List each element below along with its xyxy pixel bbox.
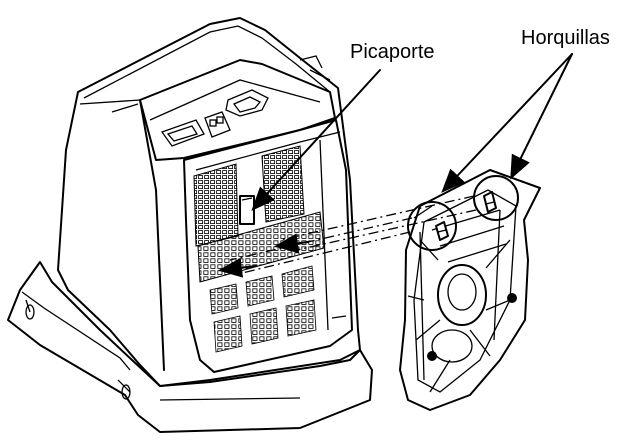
latch-leader-arrow [251, 69, 381, 211]
fork-right-leader-arrow [510, 53, 573, 180]
monitor-base [7, 261, 373, 433]
fork-right-circle [473, 175, 519, 221]
fork-left-circle [407, 201, 457, 251]
back-panel [183, 119, 353, 373]
fork-right-shape [483, 191, 497, 213]
alignment-lines [218, 195, 477, 278]
leader-arrows [251, 53, 573, 211]
fork-left-leader-arrow [441, 53, 573, 193]
forks-label: Horquillas [521, 27, 610, 49]
latch-label: Picaporte [350, 41, 435, 63]
stand-plate [399, 169, 541, 411]
